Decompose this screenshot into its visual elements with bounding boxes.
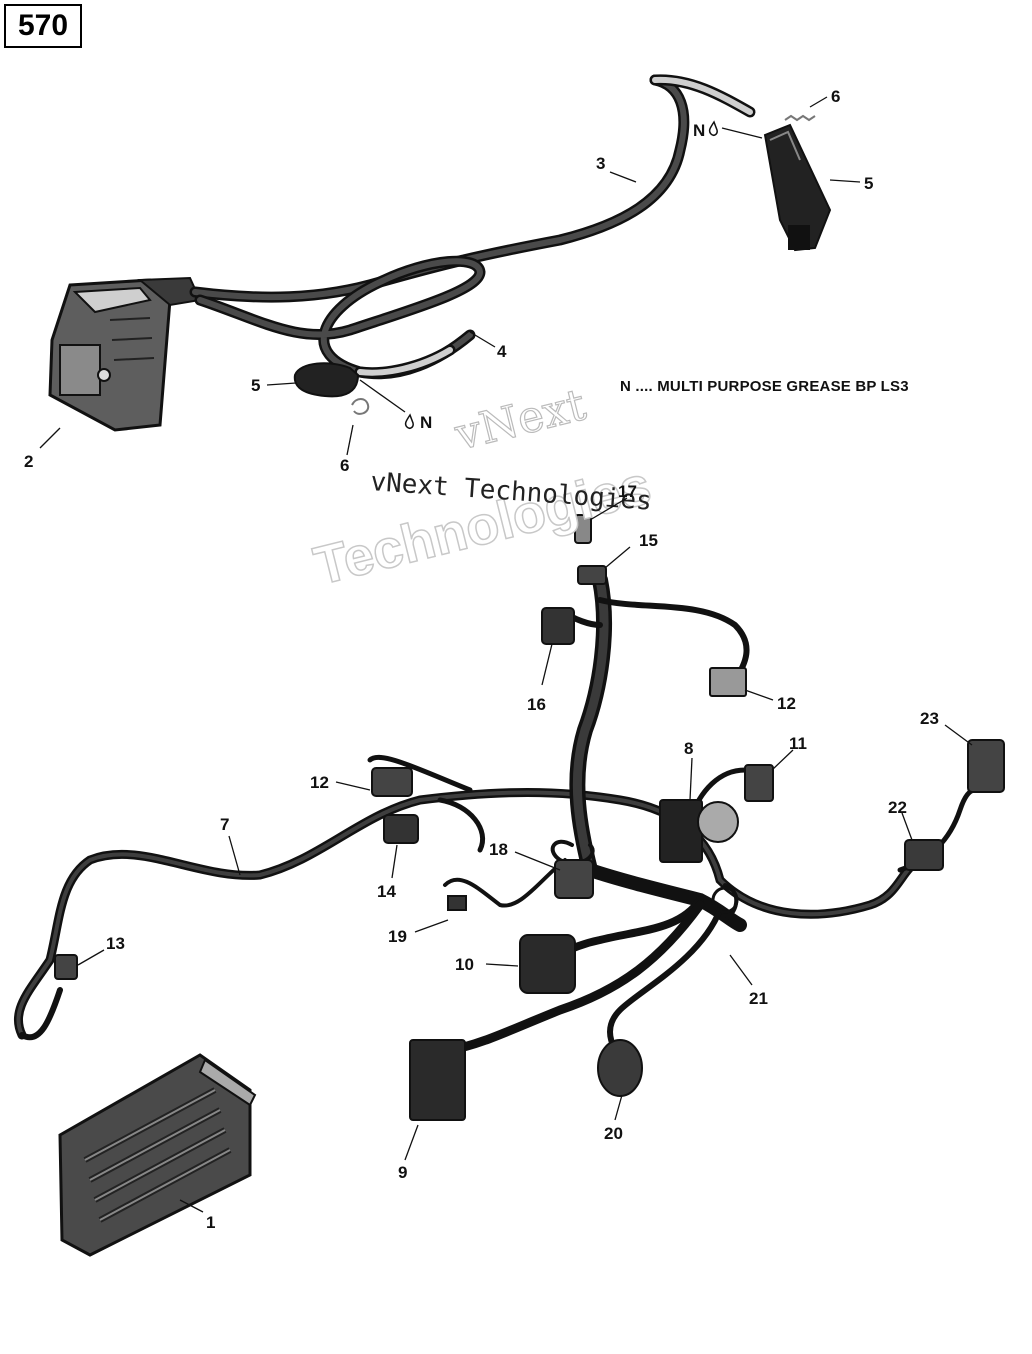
harness-connectors — [54, 514, 1005, 1121]
callout-16: 16 — [527, 695, 546, 714]
callout-9: 9 — [398, 1163, 407, 1182]
grease-symbol-top: N — [693, 120, 763, 140]
callout-6-top: 6 — [831, 87, 840, 106]
callout-12-left: 12 — [310, 773, 329, 792]
callout-5-left: 5 — [251, 376, 260, 395]
high-tension-cables — [189, 74, 756, 380]
callout-11: 11 — [789, 734, 807, 753]
spring-left — [351, 398, 370, 415]
callout-7: 7 — [220, 815, 229, 834]
callout-23: 23 — [920, 709, 939, 728]
callout-6-left: 6 — [340, 456, 349, 475]
callout-18: 18 — [489, 840, 508, 859]
callout-labels: 1 2 3 4 5 5 6 6 7 8 9 10 11 12 12 13 14 … — [24, 87, 939, 1232]
callout-19: 19 — [388, 927, 407, 946]
callout-17: 17 — [618, 482, 637, 501]
callout-10: 10 — [455, 955, 474, 974]
callout-21: 21 — [749, 989, 768, 1008]
grease-symbol-left-label: N — [420, 413, 432, 432]
leader-lines — [39, 96, 973, 1213]
watermark-vnext: vNext — [449, 379, 591, 461]
spark-plug-cap-left — [293, 362, 360, 398]
grease-legend-note: N .... MULTI PURPOSE GREASE BP LS3 — [620, 378, 909, 395]
callout-20: 20 — [604, 1124, 623, 1143]
callout-22: 22 — [888, 798, 907, 817]
wiring-harness — [13, 572, 978, 1055]
callout-8: 8 — [684, 739, 693, 758]
grease-symbol-top-label: N — [693, 121, 705, 140]
callout-1: 1 — [206, 1213, 215, 1232]
callout-2: 2 — [24, 452, 33, 471]
grease-symbol-left: N — [359, 379, 432, 432]
engine-control-module — [58, 1053, 257, 1257]
callout-13: 13 — [106, 934, 125, 953]
callout-4: 4 — [497, 342, 507, 361]
callout-12-right: 12 — [777, 694, 796, 713]
page-number-box: 570 — [4, 4, 82, 48]
ignition-coil — [48, 276, 202, 432]
callout-15: 15 — [639, 531, 658, 550]
callout-14: 14 — [377, 882, 396, 901]
callout-5-top: 5 — [864, 174, 873, 193]
spring-top — [784, 114, 816, 122]
callout-3: 3 — [596, 154, 605, 173]
spark-plug-cap-top — [763, 123, 832, 252]
watermark: vNext Technologies vNext Technologies — [308, 379, 658, 598]
